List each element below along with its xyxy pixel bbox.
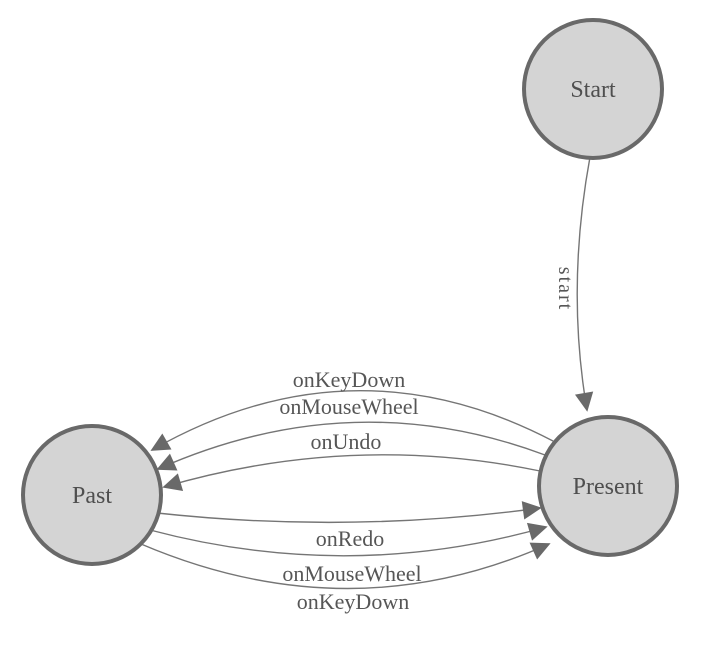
edge-present-to-past-onmousewheel-label: onMouseWheel <box>279 394 418 419</box>
node-start-label: Start <box>570 77 616 103</box>
edge-past-to-present-onkeydown-label: onKeyDown <box>297 589 409 614</box>
edge-start <box>574 156 594 412</box>
edge-present-to-past-onmousewheel <box>156 421 546 471</box>
edge-present-to-past-onkeydown <box>150 389 554 451</box>
edge-start-label: start <box>554 267 576 311</box>
node-past-circle <box>21 424 163 566</box>
edge-past-to-present-onkeydown <box>140 542 551 590</box>
edge-present-to-past-onundo <box>162 454 541 492</box>
node-start-circle <box>522 18 664 160</box>
node-past-label: Past <box>72 483 112 509</box>
node-past: Past <box>21 424 163 566</box>
edge-labels-layer: start onKeyDown onMouseWheel onUndo onRe… <box>279 267 576 614</box>
node-present: Present <box>537 415 679 557</box>
edge-past-to-present-onmousewheel <box>149 522 548 557</box>
edge-past-to-present-onmousewheel-label: onMouseWheel <box>282 561 421 586</box>
node-present-label: Present <box>573 474 644 500</box>
edge-present-to-past-onundo-label: onUndo <box>311 429 382 454</box>
edges-layer <box>140 156 594 590</box>
edge-past-to-present-onredo <box>156 501 542 524</box>
edge-past-to-present-onredo-label: onRedo <box>316 526 384 551</box>
edge-present-to-past-onkeydown-label: onKeyDown <box>293 367 405 392</box>
node-present-circle <box>537 415 679 557</box>
node-start: Start <box>522 18 664 160</box>
